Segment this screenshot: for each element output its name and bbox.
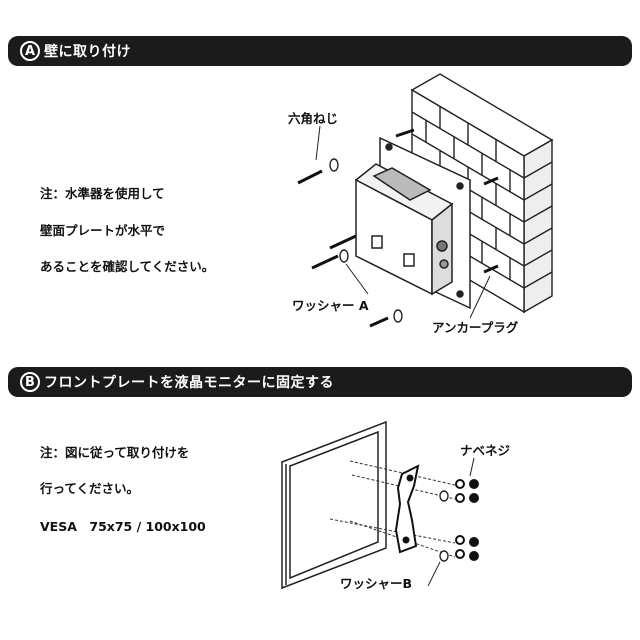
section-b-note-line-2: 行ってください。 (40, 481, 140, 496)
hex-screws-a (297, 128, 499, 328)
nabe-screws-b (455, 479, 479, 561)
vesa-spec: VESA 75x75 / 100x100 (40, 519, 206, 534)
section-a-header: A 壁に取り付け (8, 36, 632, 66)
washers-a (329, 158, 403, 323)
washer-a-label: ワッシャー A (292, 298, 369, 313)
washer-b-label: ワッシャーB (340, 576, 413, 591)
section-b-badge: B (20, 372, 40, 392)
section-a-title: 壁に取り付け (44, 44, 131, 60)
section-a-note-line-2: 壁面プレートが水平で (40, 223, 166, 238)
bracket-illustration (354, 163, 454, 296)
washers-b (439, 490, 449, 562)
leader-lines-b (427, 457, 475, 587)
section-b-title: フロントプレートを液晶モニターに固定する (44, 375, 334, 391)
leader-lines-a (315, 125, 491, 319)
section-a-note-line-3: あることを確認してください。 (40, 259, 215, 274)
section-a-badge: A (20, 41, 40, 61)
section-a-note-line-1: 注：水準器を使用して (40, 186, 165, 201)
section-b-note-line-1: 注：図に従って取り付けを (40, 445, 190, 460)
section-b-header: B フロントプレートを液晶モニターに固定する (8, 367, 632, 397)
nabe-screw-label: ナベネジ (460, 443, 511, 458)
monitor-illustration (281, 420, 387, 590)
hex-screw-label: 六角ねじ (288, 111, 339, 126)
front-plate-illustration (394, 464, 420, 554)
anchor-plug-label: アンカープラグ (432, 320, 519, 335)
